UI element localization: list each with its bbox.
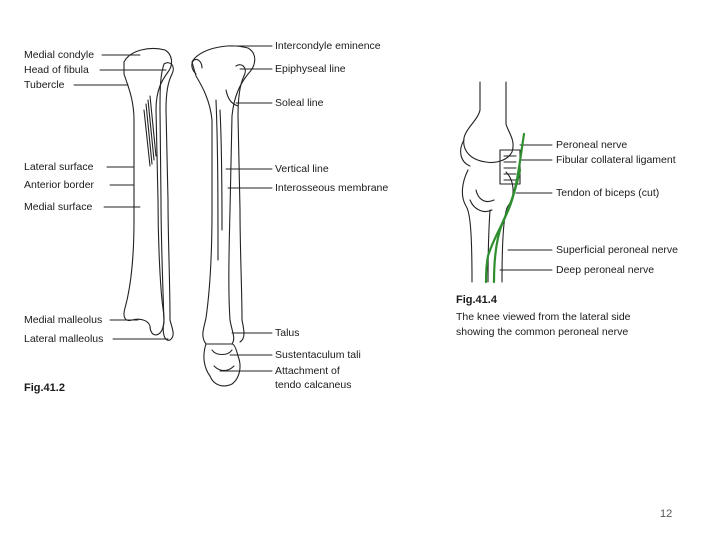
common-peroneal-nerve	[484, 132, 526, 284]
anterior-leg-bones-drawing	[123, 47, 174, 341]
page-number: 12	[660, 508, 673, 520]
label-peroneal-nerve: Peroneal nerve	[556, 139, 628, 151]
label-deep-peroneal-nerve: Deep peroneal nerve	[556, 264, 655, 276]
label-medial-surface: Medial surface	[24, 201, 93, 213]
fig2-leader-lines	[73, 45, 273, 372]
label-vertical-line: Vertical line	[275, 163, 329, 175]
label-lateral-surface: Lateral surface	[24, 161, 94, 173]
label-interosseous-membrane: Interosseous membrane	[275, 182, 389, 194]
fig4-leader-lines	[499, 144, 553, 271]
label-anterior-border: Anterior border	[24, 179, 95, 191]
lateral-knee-drawing	[460, 81, 521, 283]
fig4-description-line2: showing the common peroneal nerve	[456, 326, 629, 338]
label-soleal-line: Soleal line	[275, 97, 324, 109]
fig2-caption: Fig.41.2	[24, 382, 65, 394]
label-tendon-of-biceps: Tendon of biceps (cut)	[556, 187, 660, 199]
label-tubercle: Tubercle	[24, 79, 65, 91]
fig4-caption: Fig.41.4	[456, 294, 497, 306]
label-medial-malleolus: Medial malleolus	[24, 314, 103, 326]
posterior-leg-bones-drawing	[191, 45, 256, 387]
label-head-of-fibula: Head of fibula	[24, 64, 89, 76]
label-medial-condyle: Medial condyle	[24, 49, 95, 61]
label-tendo-calcaneus: tendo calcaneus	[275, 379, 352, 391]
label-sustentaculum-tali: Sustentaculum tali	[275, 349, 361, 361]
label-lateral-malleolus: Lateral malleolus	[24, 333, 104, 345]
label-attachment-of: Attachment of	[275, 365, 340, 377]
label-talus: Talus	[275, 327, 300, 339]
label-fibular-collateral-ligament: Fibular collateral ligament	[556, 154, 676, 166]
label-epiphyseal-line: Epiphyseal line	[275, 63, 346, 75]
fig4-description-line1: The knee viewed from the lateral side	[456, 311, 631, 323]
label-superficial-peroneal-nerve: Superficial peroneal nerve	[556, 244, 678, 256]
label-intercondyle-eminence: Intercondyle eminence	[275, 40, 381, 52]
